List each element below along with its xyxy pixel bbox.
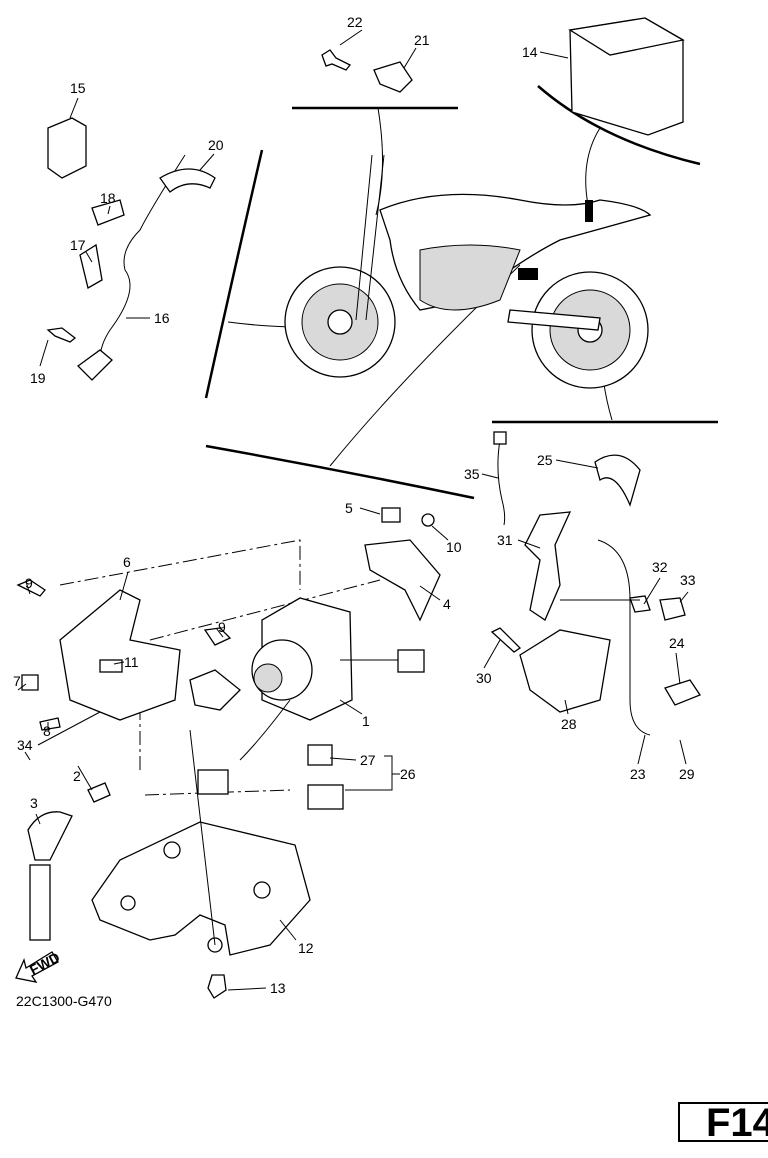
motorcycle-illustration: [284, 154, 652, 389]
callout-5: 5: [345, 500, 353, 516]
part-21-22-bracket-bolt: [321, 49, 413, 93]
callout-9-left: 9: [25, 575, 33, 591]
leader-lines: [17, 29, 689, 991]
fwd-arrow-icon: FWD: [15, 949, 63, 983]
callout-12: 12: [298, 940, 314, 956]
part-15-relay: [47, 117, 87, 179]
callout-7: 7: [13, 673, 21, 689]
abs-unit-assembly: [16, 507, 441, 999]
callout-16: 16: [154, 310, 170, 326]
callout-25: 25: [537, 452, 553, 468]
callout-20: 20: [208, 137, 224, 153]
callout-24: 24: [669, 635, 685, 651]
callout-19: 19: [30, 370, 46, 386]
callout-18: 18: [100, 190, 116, 206]
part-14-ecu: [568, 17, 685, 136]
fwd-label: FWD: [27, 949, 63, 978]
callout-22: 22: [347, 14, 363, 30]
callout-9-right: 9: [218, 619, 226, 635]
callout-2: 2: [73, 768, 81, 784]
callout-27: 27: [360, 752, 376, 768]
callout-21: 21: [414, 32, 430, 48]
callout-13: 13: [270, 980, 286, 996]
callout-14: 14: [522, 44, 538, 60]
rear-wheel-parts: [490, 431, 701, 736]
callout-33: 33: [680, 572, 696, 588]
callout-8: 8: [43, 723, 51, 739]
callout-28: 28: [561, 716, 577, 732]
callout-29: 29: [679, 766, 695, 782]
callout-4: 4: [443, 596, 451, 612]
callout-3: 3: [30, 795, 38, 811]
callout-6: 6: [123, 554, 131, 570]
callout-26: 26: [400, 766, 416, 782]
callout-numbers: 1 2 3 4 5 6 7 8 9 9 10 11 12 13 14 15 16…: [13, 14, 696, 996]
callout-35: 35: [464, 466, 480, 482]
callout-17: 17: [70, 237, 86, 253]
callout-32: 32: [652, 559, 668, 575]
callout-30: 30: [476, 670, 492, 686]
callout-34: 34: [17, 737, 33, 753]
callout-10: 10: [446, 539, 462, 555]
drawing-code: 22C1300-G470: [16, 993, 112, 1009]
part-16-sensor: [46, 154, 216, 381]
frame-lines: [204, 85, 718, 500]
callout-23: 23: [630, 766, 646, 782]
callout-11: 11: [124, 654, 139, 670]
callout-15: 15: [70, 80, 86, 96]
page-label: F14: [678, 1102, 768, 1143]
callout-31: 31: [497, 532, 513, 548]
callout-1: 1: [362, 713, 370, 729]
